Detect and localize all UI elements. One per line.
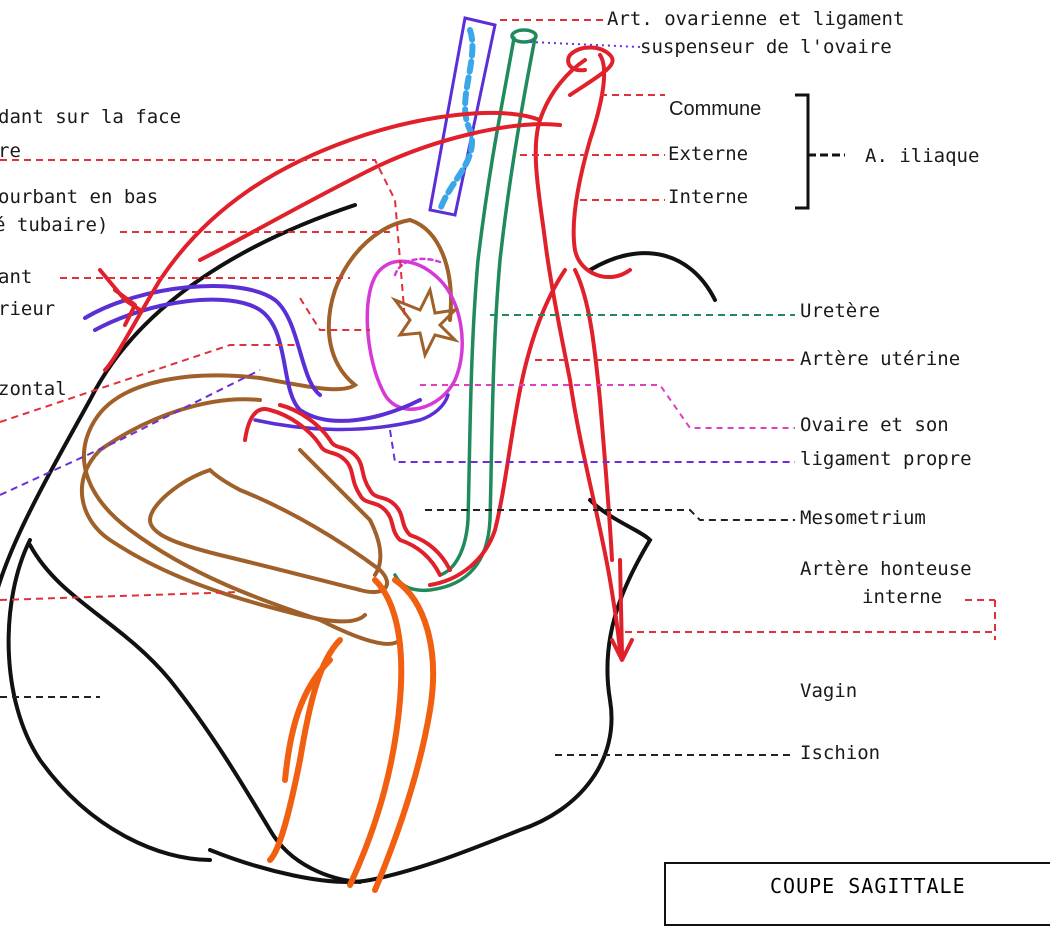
label-ureter: Uretère	[800, 300, 880, 322]
label-iliac-group: A. iliaque	[865, 145, 979, 167]
label-vagina: Vagin	[800, 680, 857, 702]
label-mesometrium: Mesometrium	[800, 507, 926, 529]
label-left-2b: é tubaire)	[0, 214, 108, 236]
label-uterine-artery: Artère utérine	[800, 348, 960, 370]
box-title: COUPE SAGITTALE	[770, 874, 966, 898]
label-iliac-common: Commune	[669, 98, 761, 120]
label-ovary-2: ligament propre	[800, 448, 972, 470]
label-pudendal-1: Artère honteuse	[800, 558, 972, 580]
label-iliac-external: Externe	[668, 143, 748, 165]
orange-structures	[270, 580, 433, 890]
ovarian-vessels	[85, 18, 495, 429]
label-ovarian-artery-2: suspenseur de l'ovaire	[640, 36, 892, 58]
title-box: COUPE SAGITTALE	[664, 862, 1050, 926]
arteries	[100, 48, 632, 661]
label-ischium: Ischion	[800, 742, 880, 764]
label-ovarian-artery-1: Art. ovarienne et ligament	[607, 8, 904, 30]
label-pudendal-2: interne	[862, 586, 942, 608]
label-iliac-internal: Interne	[668, 186, 748, 208]
iliac-bracket	[795, 95, 845, 208]
label-left-1a: dant sur la face	[0, 106, 181, 128]
label-left-3b: rieur	[0, 298, 55, 320]
label-left-2a: ourbant en bas	[0, 186, 158, 208]
label-left-1b: re	[0, 140, 21, 162]
label-left-3a: ant	[0, 266, 32, 288]
label-ovary-1: Ovaire et son	[800, 414, 949, 436]
label-left-4: zontal	[0, 378, 67, 400]
